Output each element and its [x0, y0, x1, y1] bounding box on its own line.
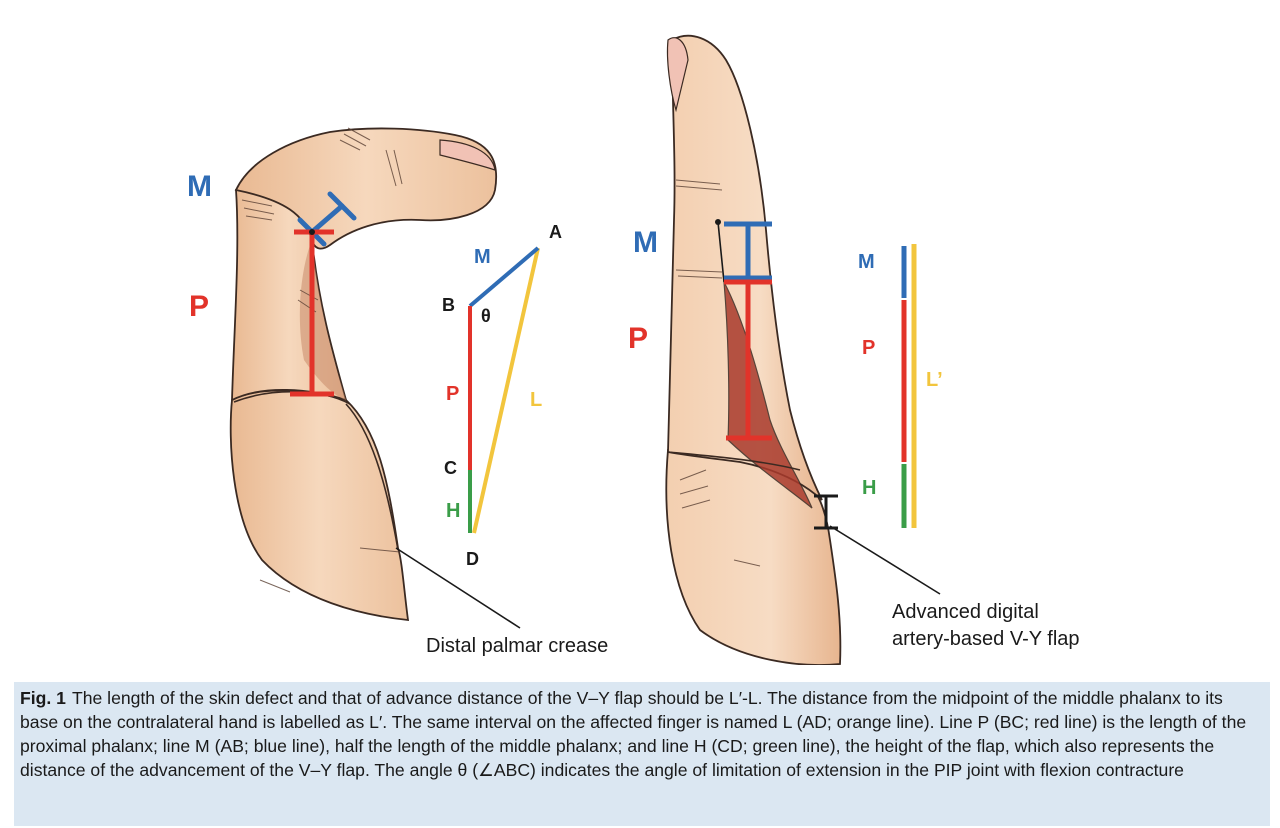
bar-label-m: M	[858, 251, 875, 273]
right-hand-drawing	[665, 34, 941, 665]
schematic-point-c: C	[444, 458, 457, 478]
left-hand-drawing	[229, 127, 521, 629]
right-callout-line2: artery-based V-Y flap	[892, 628, 1080, 650]
schematic-label-h: H	[446, 500, 460, 522]
left-callout-text: Distal palmar crease	[426, 635, 608, 657]
schematic-angle-theta: θ	[481, 306, 491, 326]
schematic-label-l: L	[530, 389, 542, 411]
right-finger	[667, 34, 823, 501]
right-label-p: P	[628, 322, 648, 355]
schematic-point-d: D	[466, 549, 479, 569]
right-label-m: M	[633, 226, 658, 259]
caption-label: Fig. 1	[20, 688, 66, 708]
schematic-label-p: P	[446, 383, 459, 405]
bar-legend	[901, 244, 917, 528]
schematic-diagram	[468, 246, 540, 534]
schematic-point-a: A	[549, 222, 562, 242]
figure-illustration: M P Distal palmar crease A B C D M P H L…	[187, 34, 1080, 665]
right-callout-line1: Advanced digital	[892, 601, 1039, 623]
schematic-line-m	[468, 246, 540, 308]
left-label-p: P	[189, 290, 209, 323]
bar-label-l-prime: L’	[926, 369, 943, 391]
bar-label-p: P	[862, 337, 875, 359]
bar-label-h: H	[862, 477, 876, 499]
caption-text: The length of the skin defect and that o…	[20, 688, 1247, 780]
left-label-m: M	[187, 170, 212, 203]
schematic-line-l	[472, 247, 540, 534]
schematic-label-m: M	[474, 246, 491, 268]
left-palm	[229, 389, 410, 622]
schematic-point-b: B	[442, 295, 455, 315]
